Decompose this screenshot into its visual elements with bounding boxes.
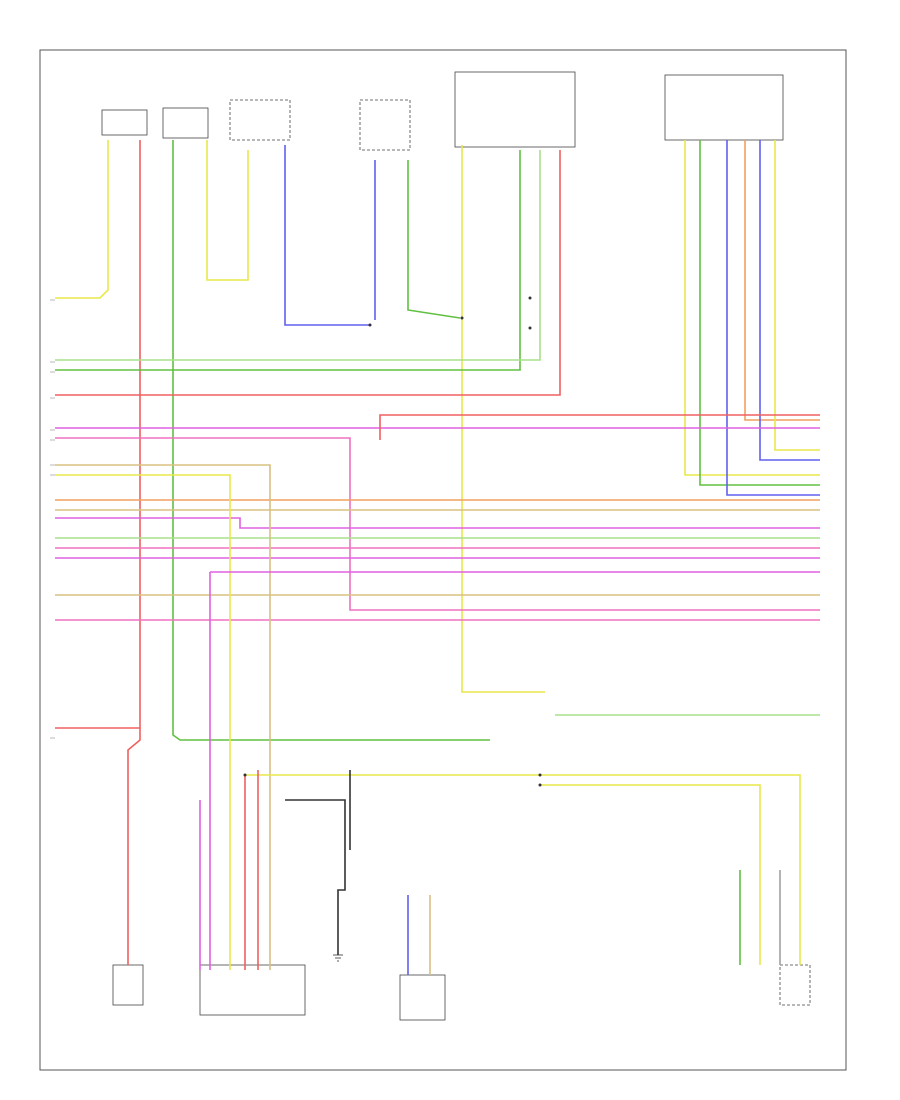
- wire-yellow-right-2: [774, 140, 820, 451]
- junction-dot: [243, 773, 247, 777]
- ground-symbol: [333, 954, 343, 962]
- component-box-10: [779, 964, 811, 1006]
- component-box-2: [162, 107, 209, 139]
- wire-green-2: [407, 160, 461, 319]
- junction-dot: [538, 783, 542, 787]
- wire-red-2: [55, 150, 561, 396]
- wire-yellow-bottom-1: [245, 774, 801, 965]
- bottom-wiring: [199, 714, 820, 975]
- junction-dot: [538, 773, 542, 777]
- wire-green-1: [172, 140, 490, 741]
- bus-yellow-1: [55, 474, 231, 970]
- junction-dot: [528, 326, 532, 330]
- vertical-wires-right: [684, 140, 820, 496]
- wire-yellow-3: [461, 145, 545, 693]
- junction-dot: [528, 296, 532, 300]
- wire-lightgreen-1: [55, 150, 541, 361]
- wire-yellow-right-1: [684, 140, 820, 476]
- wire-orange-right-1: [744, 140, 820, 421]
- component-box-6: [664, 74, 784, 141]
- wire-blue-right-2: [759, 140, 820, 461]
- component-box-8: [199, 964, 306, 1016]
- vertical-wires-top: [55, 140, 561, 965]
- connector-marks: [50, 299, 55, 739]
- horizontal-bus: [55, 414, 820, 970]
- wire-red-1: [127, 140, 141, 965]
- wire-yellow-1: [55, 140, 109, 299]
- junction-dot: [368, 323, 372, 327]
- component-box-1: [101, 109, 148, 136]
- junction-dot: [460, 316, 464, 320]
- component-box-7: [112, 964, 144, 1006]
- component-box-5: [454, 71, 576, 148]
- wire-blue-right-1: [726, 140, 820, 496]
- wire-green-3: [55, 150, 521, 371]
- component-box-9: [399, 974, 446, 1021]
- wire-blue-1: [284, 145, 370, 326]
- wire-black-bottom-1: [285, 799, 346, 955]
- bus-red-1: [379, 414, 820, 440]
- component-boxes-top: [101, 71, 811, 1021]
- junction-dots: [243, 296, 542, 787]
- component-box-4: [359, 99, 411, 151]
- bus-magenta-2: [55, 517, 820, 529]
- diagram-frame: [39, 49, 847, 1071]
- bus-magenta-4: [209, 571, 820, 970]
- bus-pink-1: [55, 437, 820, 611]
- wire-yellow-bottom-2: [540, 784, 761, 965]
- wire-green-right-1: [699, 140, 820, 486]
- component-box-3: [229, 99, 291, 141]
- wire-yellow-2: [206, 140, 249, 281]
- bus-tan-3: [55, 464, 271, 970]
